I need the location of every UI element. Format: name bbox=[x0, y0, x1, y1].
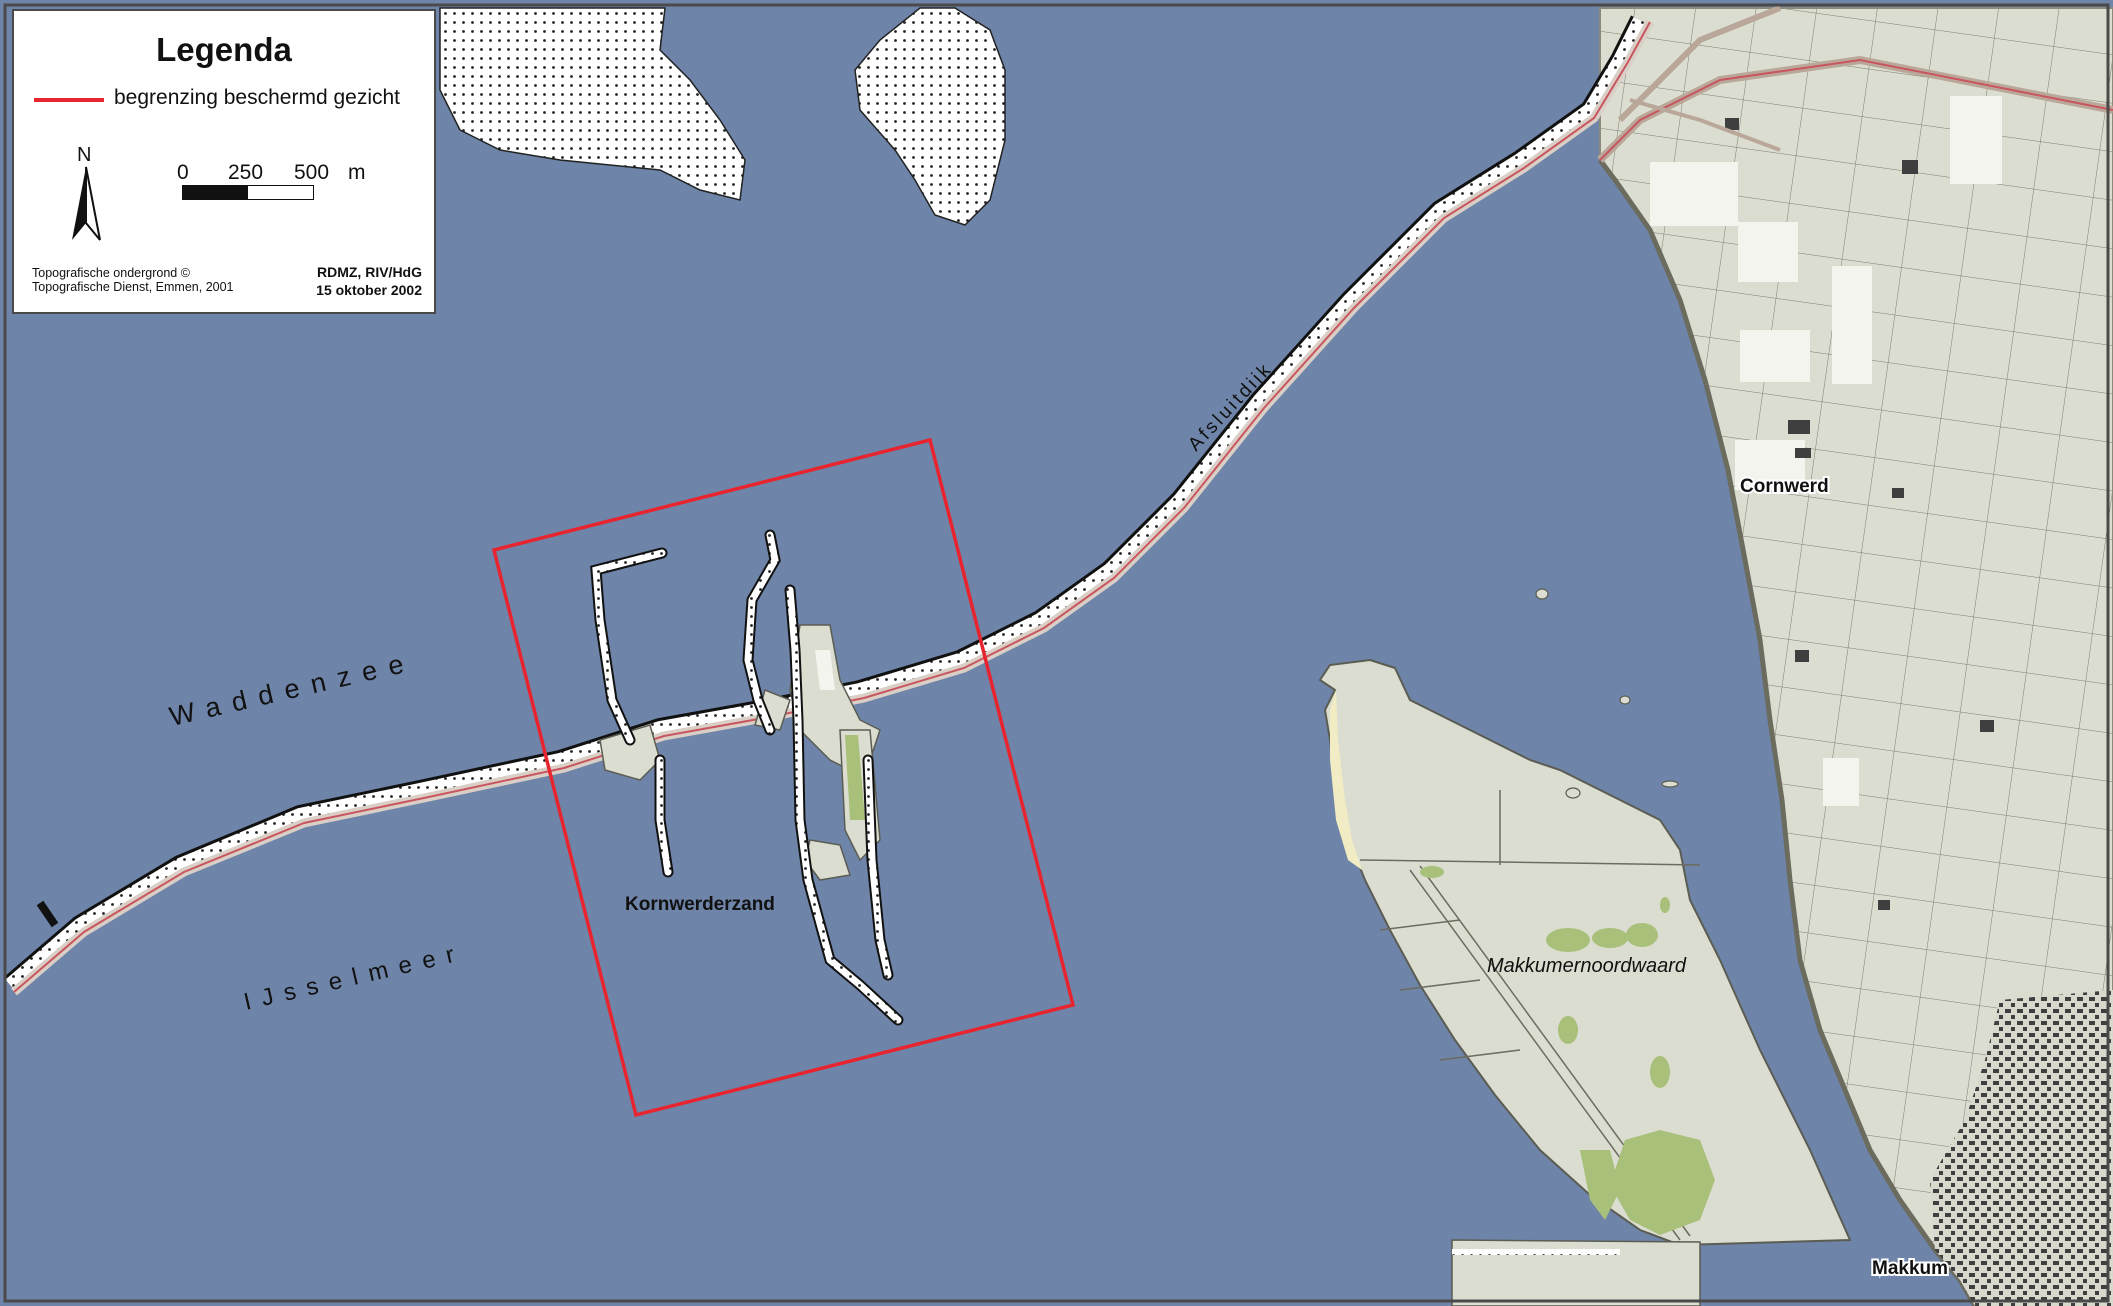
makkumernoordwaard-label: Makkumernoordwaard bbox=[1487, 955, 1687, 977]
mainland-dike bbox=[1598, 158, 1978, 1306]
highway-junction bbox=[1597, 5, 2113, 163]
author-credit: RDMZ, RIV/HdG 15 oktober 2002 bbox=[316, 263, 422, 299]
scale-label-500: 500 bbox=[294, 161, 330, 184]
protected-area-boundary bbox=[491, 437, 1076, 1118]
boundary-line-swatch bbox=[34, 98, 104, 102]
sandbank-east bbox=[854, 7, 1006, 226]
credit-line-1: RDMZ, RIV/HdG bbox=[317, 264, 422, 280]
scale-label-unit: m bbox=[348, 161, 366, 184]
source-line-2: Topografische Dienst, Emmen, 2001 bbox=[32, 280, 234, 294]
legend-box: Legenda begrenzing beschermd gezicht N 0… bbox=[12, 9, 436, 314]
cornwerd-label: Cornwerd bbox=[1740, 476, 1829, 497]
kornwerderzand-label: Kornwerderzand bbox=[625, 894, 775, 915]
scale-bar bbox=[182, 185, 314, 200]
boundary-line-label: begrenzing beschermd gezicht bbox=[114, 86, 401, 109]
source-credit: Topografische ondergrond © Topografische… bbox=[32, 266, 234, 294]
islets bbox=[1535, 588, 1679, 799]
source-line-1: Topografische ondergrond © bbox=[32, 266, 190, 280]
scale-bar-segment bbox=[183, 186, 248, 199]
island-vegetation bbox=[1420, 866, 1715, 1235]
scale-label-250: 250 bbox=[228, 161, 264, 184]
harbour-strip bbox=[1451, 1239, 1701, 1306]
sandbank-west bbox=[439, 7, 746, 201]
farm-buildings bbox=[1725, 118, 1994, 910]
legend-title: Legenda bbox=[156, 31, 292, 68]
scale-label-0: 0 bbox=[177, 161, 189, 184]
north-arrow-icon bbox=[72, 166, 101, 241]
north-label: N bbox=[77, 144, 92, 166]
map-frame bbox=[3, 3, 2110, 1303]
open-parcels bbox=[1650, 96, 2002, 806]
island-beach bbox=[1330, 690, 1362, 870]
credit-line-2: 15 oktober 2002 bbox=[316, 282, 422, 298]
makkum-label: Makkum bbox=[1872, 1258, 1948, 1279]
makkum-town bbox=[1930, 990, 2113, 1306]
